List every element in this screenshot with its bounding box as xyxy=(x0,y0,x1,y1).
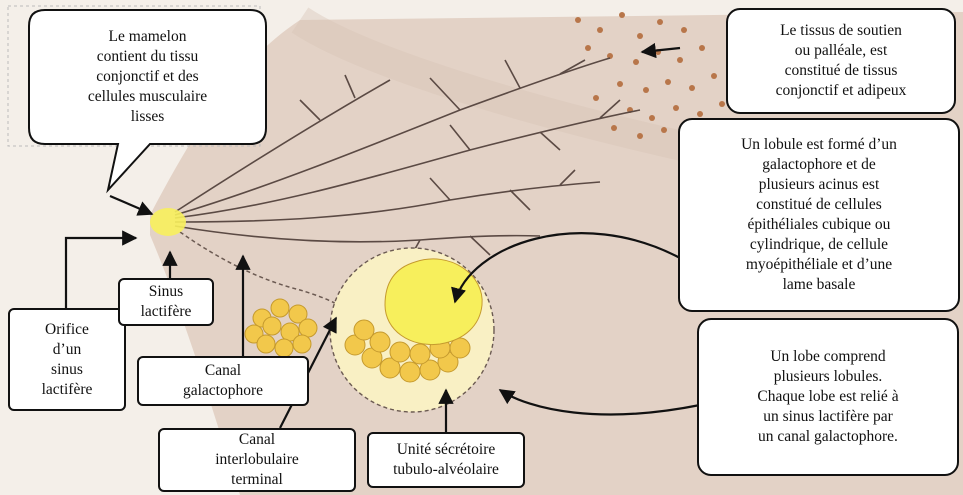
unite-secretoire-label: Unité sécrétoire tubulo-alvéolaire xyxy=(367,432,525,488)
lobe-label: Un lobe comprend plusieurs lobules. Chaq… xyxy=(697,318,959,476)
sinus-label: Sinus lactifère xyxy=(118,278,214,326)
lobule-label: Un lobule est formé d’un galactophore et… xyxy=(678,118,960,312)
orifice-label: Orifice d’un sinus lactifère xyxy=(8,308,126,411)
canal-galactophore-label: Canal galactophore xyxy=(137,356,309,406)
support-tissue-label: Le tissus de soutien ou palléale, est co… xyxy=(726,8,956,114)
canal-interlobulaire-label: Canal interlobulaire terminal xyxy=(158,428,356,492)
nipple-label: Le mamelon contient du tissu conjonctif … xyxy=(31,12,264,142)
